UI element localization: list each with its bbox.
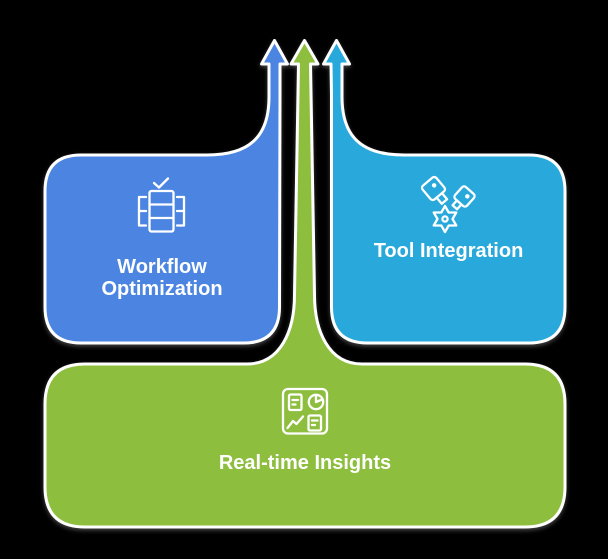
report-icon <box>307 414 323 432</box>
pistons-gear-icon <box>420 175 476 234</box>
insights-node <box>43 39 567 529</box>
report-icon <box>287 393 303 412</box>
workflow-label-line1: Workflow <box>117 256 207 278</box>
real-time-insights-label: Real-time Insights <box>218 452 392 474</box>
trend-line-icon <box>286 415 305 430</box>
workflow-label-line2: Optimization <box>101 278 223 300</box>
server-rack-check-icon <box>137 177 186 233</box>
insights-node-shape <box>43 39 567 529</box>
workflow-optimization-label: Workflow Optimization <box>45 256 279 300</box>
gear-icon <box>432 204 458 234</box>
integration-node <box>322 39 567 345</box>
dashboard-analytics-icon <box>281 387 329 435</box>
tool-integration-label: Tool Integration <box>373 240 524 262</box>
check-icon <box>152 177 170 189</box>
workflow-node <box>43 39 289 345</box>
